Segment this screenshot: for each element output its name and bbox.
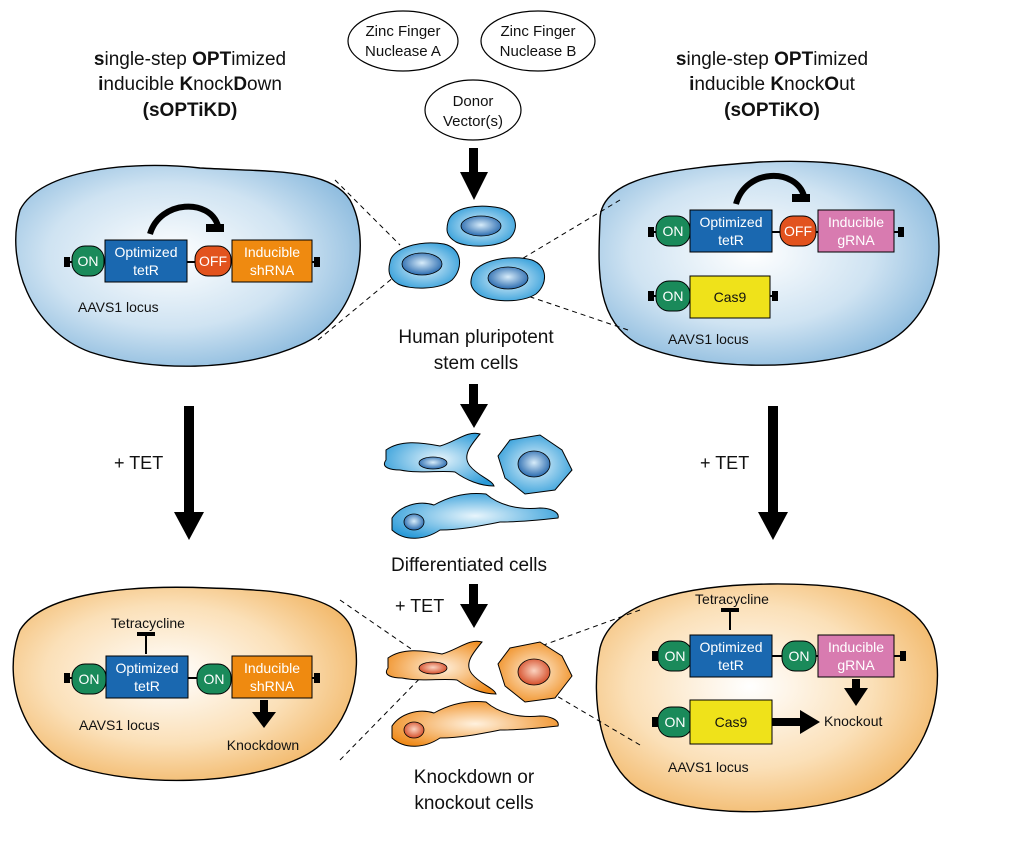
cassette-bottom-left: Tetracycline ON Optimized tetR ON Induci… <box>64 615 320 753</box>
zfn-b-oval: Zinc Finger Nuclease B <box>480 10 596 72</box>
zfn-a-oval: Zinc Finger Nuclease A <box>347 10 459 72</box>
gRNA-label2-br: gRNA <box>837 657 875 673</box>
tetR-box-br <box>689 634 773 678</box>
left-tet-label: + TET <box>114 453 163 473</box>
repression-arrow-tr <box>733 172 807 206</box>
gRNA-label1-br: Inducible <box>828 639 884 655</box>
cassette-bottom-right: Tetracycline ON Optimized tetR ON Induci… <box>652 591 906 775</box>
donor-line1: Donor <box>453 93 494 110</box>
gRNA-label2-tr: gRNA <box>837 232 875 248</box>
stem-cells <box>388 205 545 302</box>
title-right-line1: single-step OPTimized <box>676 49 868 70</box>
tetR-label2-bl: tetR <box>134 678 160 694</box>
locus-label-tl: AAVS1 locus <box>78 299 159 315</box>
arrow-to-differentiated <box>460 384 488 428</box>
hpsc-label-line1: Human pluripotent <box>398 327 554 348</box>
title-left-line2: inducible KnockDown <box>98 74 282 95</box>
donor-oval: Donor Vector(s) <box>424 79 522 141</box>
on-label2-bl: ON <box>204 671 225 687</box>
tetR-box-tl <box>104 239 188 283</box>
knockdown-label-bl: Knockdown <box>227 737 299 753</box>
donor-line2: Vector(s) <box>443 113 503 130</box>
off-promoter-tl <box>194 245 232 277</box>
title-right-line3: (sOPTiKO) <box>724 100 820 121</box>
repression-arrow-tl <box>147 203 221 236</box>
shRNA-label1-bl: Inducible <box>244 660 300 676</box>
shRNA-label2-bl: shRNA <box>250 678 295 694</box>
tetR-label2-tr: tetR <box>718 232 744 248</box>
tetR-label1-tr: Optimized <box>699 214 762 230</box>
knock-cell-fibroblast <box>391 701 559 747</box>
on-label2-br: ON <box>789 648 810 664</box>
shRNA-label1-tl: Inducible <box>244 244 300 260</box>
arrow-right-tet <box>758 406 788 540</box>
knock-cells <box>386 640 573 747</box>
knock-label-line2: knockout cells <box>414 793 533 814</box>
center-tet-label: + TET <box>395 596 444 616</box>
cell-top-right <box>598 160 940 366</box>
cell-top-left <box>15 164 361 367</box>
off-label-tl: OFF <box>199 253 227 269</box>
arrow-to-hpsc <box>460 148 488 200</box>
zfn-b-line2: Nuclease B <box>500 43 577 60</box>
tetR-label1-br: Optimized <box>699 639 762 655</box>
diff-cell-fibroblast <box>391 493 559 539</box>
tetR-label1-tl: Optimized <box>114 244 177 260</box>
off-label-tr: OFF <box>784 223 812 239</box>
on-promoter2-br <box>781 640 817 672</box>
cas9-label-br: Cas9 <box>715 714 748 730</box>
title-left-line3: (sOPTiKD) <box>143 100 238 121</box>
hpsc-label-line2: stem cells <box>434 353 518 374</box>
tetracycline-label-bl: Tetracycline <box>111 615 185 631</box>
on-promoter-tl <box>71 245 105 277</box>
knockout-label-br: Knockout <box>824 713 882 729</box>
locus-label-br: AAVS1 locus <box>668 759 749 775</box>
zfn-b-line1: Zinc Finger <box>500 23 575 40</box>
gRNA-box-br <box>817 634 895 678</box>
cassette-top-left: ON Optimized tetR OFF Inducible shRNA AA… <box>64 203 320 315</box>
cas9-box-br <box>689 699 773 745</box>
cell-bottom-right <box>595 583 939 813</box>
title-right-line2: inducible KnockOut <box>689 74 856 95</box>
title-right: single-step OPTimized inducible KnockOut… <box>676 49 868 121</box>
title-left: single-step OPTimized inducible KnockDow… <box>94 49 286 121</box>
on-label-bl: ON <box>79 671 100 687</box>
arrow-to-knock <box>460 584 488 628</box>
gRNA-box-tr <box>817 209 895 253</box>
cassette-top-right: ON Optimized tetR OFF Inducible gRNA ON … <box>648 172 904 347</box>
knock-label-line1: Knockdown or <box>414 767 535 788</box>
arrow-left-tet <box>174 406 204 540</box>
shRNA-box-bl <box>231 655 313 699</box>
title-left-line1: single-step OPTimized <box>94 49 286 70</box>
zfn-a-line1: Zinc Finger <box>365 23 440 40</box>
tetR-box-tr <box>689 209 773 253</box>
on-label-tl: ON <box>78 253 99 269</box>
zfn-a-line2: Nuclease A <box>365 43 441 60</box>
on-label-tr: ON <box>663 223 684 239</box>
off-promoter-tr <box>779 215 817 247</box>
tetR-label2-br: tetR <box>718 657 744 673</box>
on-label-cas9-br: ON <box>665 714 686 730</box>
tetR-label1-bl: Optimized <box>115 660 178 676</box>
tetR-box-bl <box>105 655 189 699</box>
cas9-label-tr: Cas9 <box>714 289 747 305</box>
on-promoter2-bl <box>196 663 232 695</box>
locus-label-bl: AAVS1 locus <box>79 717 160 733</box>
tetR-label2-tl: tetR <box>133 262 159 278</box>
right-tet-label: + TET <box>700 453 749 473</box>
on-label-br: ON <box>665 648 686 664</box>
tetracycline-label-br: Tetracycline <box>695 591 769 607</box>
differentiated-cells <box>384 432 573 539</box>
on-label-cas9-tr: ON <box>663 288 684 304</box>
cas9-box-tr <box>689 275 771 319</box>
shRNA-box-tl <box>231 239 313 283</box>
shRNA-label2-tl: shRNA <box>250 262 295 278</box>
locus-label-tr: AAVS1 locus <box>668 331 749 347</box>
differentiated-label: Differentiated cells <box>391 555 547 576</box>
gRNA-label1-tr: Inducible <box>828 214 884 230</box>
